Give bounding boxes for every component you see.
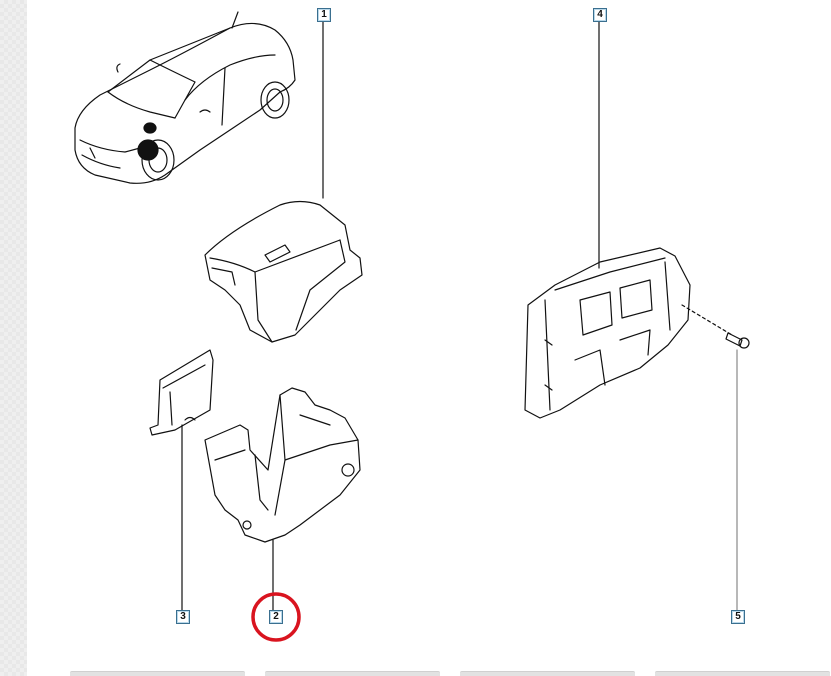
callout-2[interactable]: 2 [269,610,283,624]
part-5-screw [725,332,750,349]
part-4-bcm [524,247,691,419]
callout-4[interactable]: 4 [593,8,607,22]
part-3-side-panel [149,349,214,436]
bottom-tab-1[interactable] [70,671,245,676]
callout-5[interactable]: 5 [731,610,745,624]
bottom-tab-4[interactable] [655,671,830,676]
side-strip [0,0,27,676]
part-1-cover [204,200,363,343]
bottom-tab-3[interactable] [460,671,635,676]
callout-3[interactable]: 3 [176,610,190,624]
callout-1[interactable]: 1 [317,8,331,22]
diagram-canvas: 1 4 3 2 5 [27,0,831,676]
highlight-circle [251,592,301,642]
screw-axis-line [681,304,733,336]
bottom-tab-2[interactable] [265,671,440,676]
parts-diagram [74,11,750,642]
part-2-housing [204,387,361,543]
car-illustration [74,11,296,184]
